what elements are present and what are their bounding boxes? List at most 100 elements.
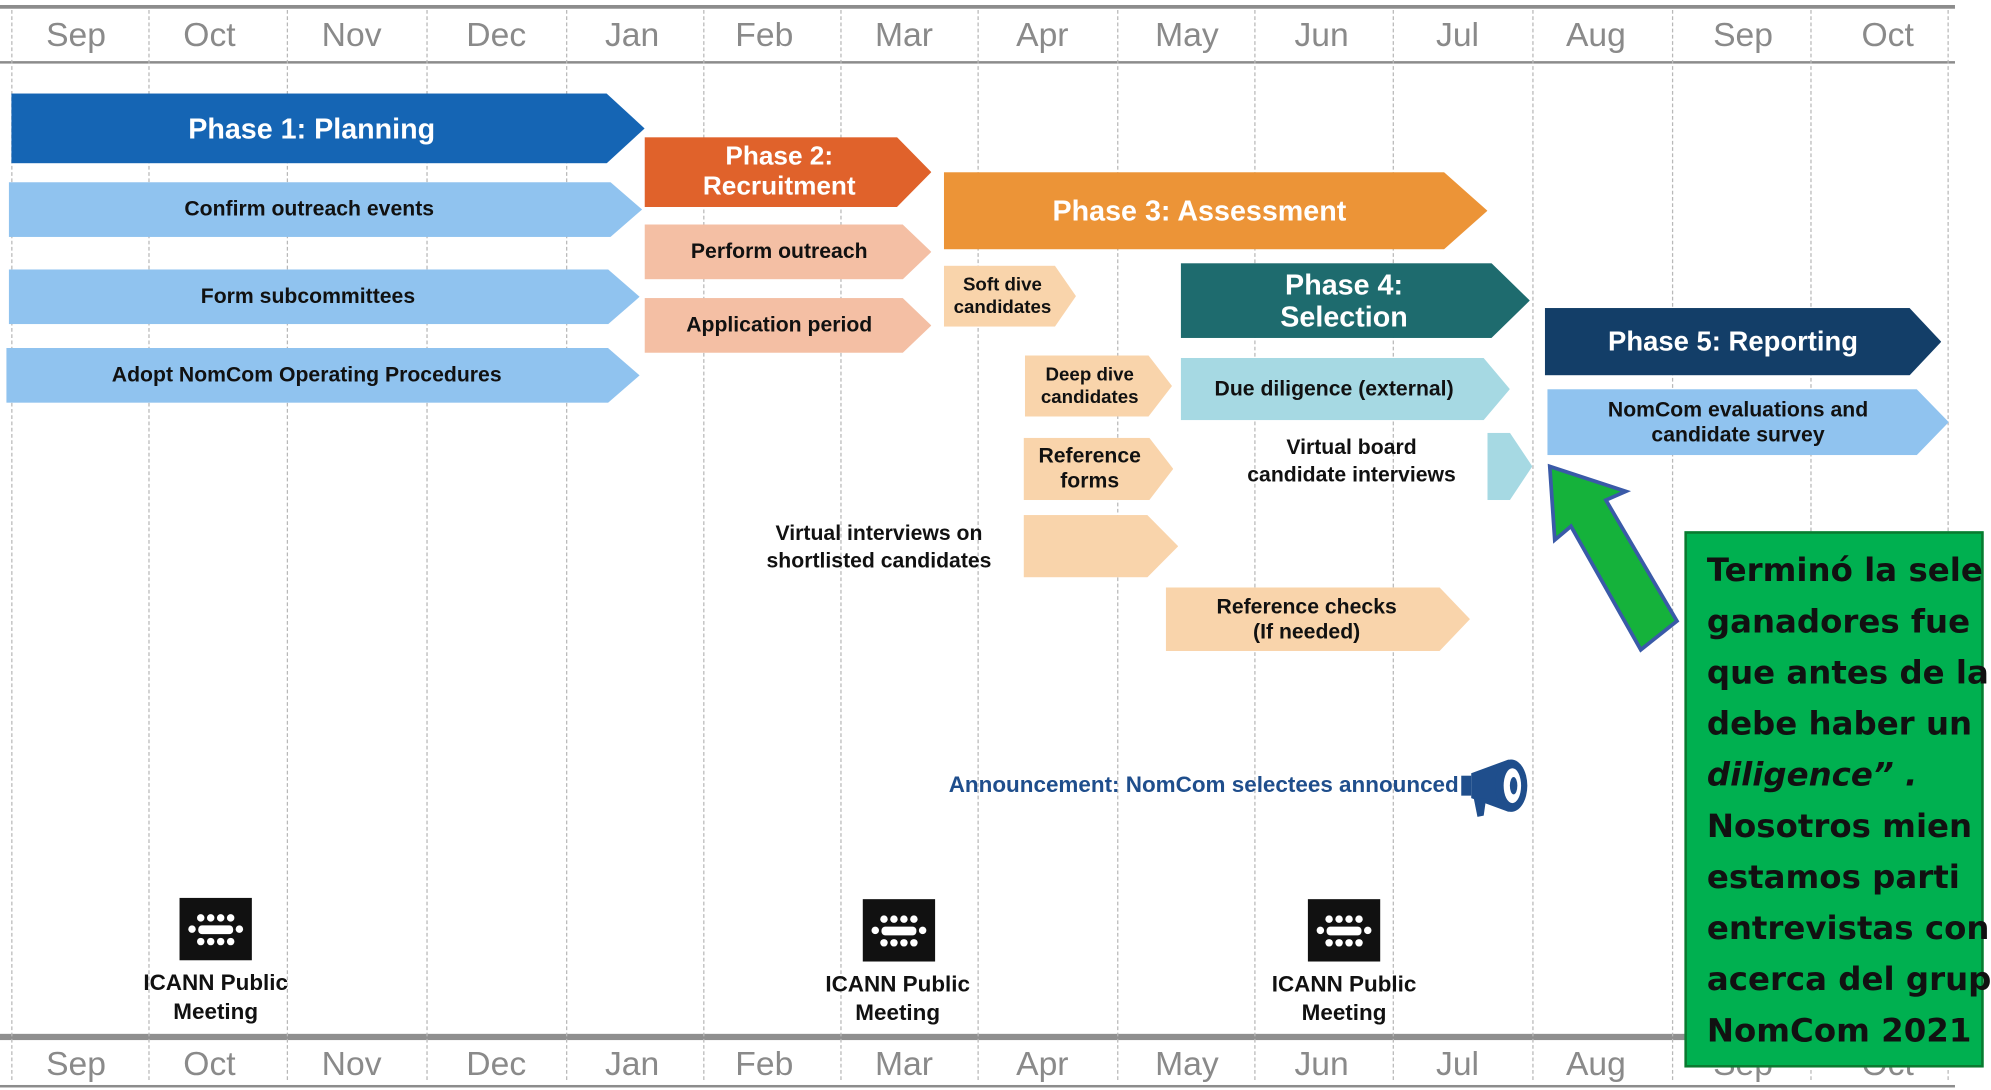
month-label: Apr <box>1016 16 1069 54</box>
month-label: Sep <box>1713 16 1773 54</box>
callout-line: NomCom 2021 <box>1706 1012 1972 1051</box>
callout-line: ganadores fue <box>1706 603 1971 642</box>
grid-line <box>840 9 842 1080</box>
month-label: Apr <box>1016 1045 1069 1083</box>
month-label: Aug <box>1565 1045 1626 1083</box>
month-label: Dec <box>466 16 527 54</box>
task-label: (If needed) <box>1253 619 1361 643</box>
task-label: Reference <box>1038 444 1141 469</box>
month-label: Sep <box>46 1045 106 1083</box>
task-label: NomCom evaluations and <box>1607 397 1869 422</box>
month-label: Sep <box>46 16 106 54</box>
phase3-header-arrow: Phase 3: Assessment <box>943 172 1488 250</box>
bottom-border <box>0 1084 1955 1088</box>
grid-line <box>148 9 150 1080</box>
callout-line: diligence” . <box>1706 756 1918 795</box>
callout-line: entrevistas con <box>1706 910 1990 948</box>
task-label: candidate survey <box>1651 422 1825 446</box>
task-arrow-form-subcommittees: Form subcommittees <box>8 269 640 325</box>
month-label: Feb <box>735 16 794 54</box>
grid-line <box>977 9 979 1080</box>
task-label: forms <box>1060 468 1120 493</box>
month-label: Jul <box>1435 16 1480 54</box>
callout-line: que antes de la <box>1706 654 1989 693</box>
month-label: Mar <box>874 16 933 54</box>
task-arrow-confirm-outreach: Confirm outreach events <box>8 182 643 237</box>
month-label: Aug <box>1565 16 1626 54</box>
month-label: Jul <box>1435 1045 1480 1083</box>
month-label: Jan <box>604 1045 660 1083</box>
month-label: Oct <box>183 16 236 54</box>
phase5-header-arrow: Phase 5: Reporting <box>1544 308 1942 376</box>
month-label: Dec <box>466 1045 527 1083</box>
green-pointer-arrow <box>1547 463 1680 653</box>
task-arrow-virtual-interviews <box>1023 515 1179 578</box>
phase1-header-arrow: Phase 1: Planning <box>11 93 645 164</box>
task-label: Reference checks <box>1216 594 1397 619</box>
grid-line <box>1392 9 1394 1080</box>
phase3-title: Phase 3: Assessment <box>1052 194 1347 227</box>
task-label: candidates <box>1040 385 1139 408</box>
task-label: Due diligence (external) <box>1214 376 1454 401</box>
announcement-text: Announcement: NomCom selectees announced <box>948 771 1459 797</box>
task-label: Application period <box>686 313 873 337</box>
task-arrow-due-diligence: Due diligence (external) <box>1180 357 1510 421</box>
month-label: Feb <box>735 1045 794 1083</box>
meeting-icon <box>1307 899 1381 962</box>
phase4-title-line2: Selection <box>1280 300 1408 333</box>
month-label: Jan <box>604 16 660 54</box>
callout-line: Nosotros mien <box>1706 808 1973 846</box>
grid-line <box>286 9 289 1080</box>
task-arrow-application-period: Application period <box>644 298 932 353</box>
grid-line <box>566 9 568 1080</box>
task-label: Perform outreach <box>690 239 868 264</box>
top-border <box>0 4 1955 9</box>
task-label: candidates <box>953 296 1052 318</box>
task-label: Adopt NomCom Operating Procedures <box>111 363 502 387</box>
task-label: Soft dive <box>962 274 1042 296</box>
grid-line <box>426 9 428 1080</box>
callout-line: estamos parti <box>1706 859 1960 897</box>
grid-line <box>1254 9 1256 1080</box>
callout-line: debe haber un <box>1706 705 1973 744</box>
callout-line: acerca del grup <box>1706 961 1991 999</box>
meeting-icon <box>179 897 252 961</box>
task-arrow-reference-checks: Reference checks(If needed) <box>1165 587 1470 651</box>
task-label: Form subcommittees <box>200 284 416 309</box>
meeting-icon <box>862 899 936 962</box>
month-label: Oct <box>183 1045 236 1083</box>
task-label: Confirm outreach events <box>184 197 435 222</box>
month-label: Mar <box>874 1045 933 1083</box>
month-label: Nov <box>321 16 382 54</box>
month-label: Jun <box>1294 16 1349 54</box>
phase1-title: Phase 1: Planning <box>188 111 436 145</box>
task-label: Deep dive <box>1045 364 1134 386</box>
task-arrow-adopt-procedures: Adopt NomCom Operating Procedures <box>6 347 640 403</box>
phase5-title: Phase 5: Reporting <box>1608 325 1859 358</box>
callout-line: Terminó la sele <box>1706 552 1983 590</box>
phase2-header-arrow: Phase 2:Recruitment <box>644 137 932 208</box>
phase4-header-arrow: Phase 4:Selection <box>1180 263 1530 338</box>
grid-line <box>1671 9 1674 1080</box>
month-label: May <box>1155 1045 1219 1083</box>
month-label: May <box>1155 16 1219 54</box>
month-label: Jun <box>1294 1045 1349 1083</box>
month-label: Nov <box>321 1045 382 1083</box>
grid-line <box>1532 9 1534 1080</box>
grid-line <box>11 9 13 1080</box>
task-arrow-perform-outreach: Perform outreach <box>644 224 932 280</box>
month-label: Oct <box>1861 16 1914 54</box>
grid-line <box>703 9 705 1080</box>
megaphone-icon <box>1461 759 1528 817</box>
phase2-title-line1: Phase 2: <box>725 141 834 171</box>
